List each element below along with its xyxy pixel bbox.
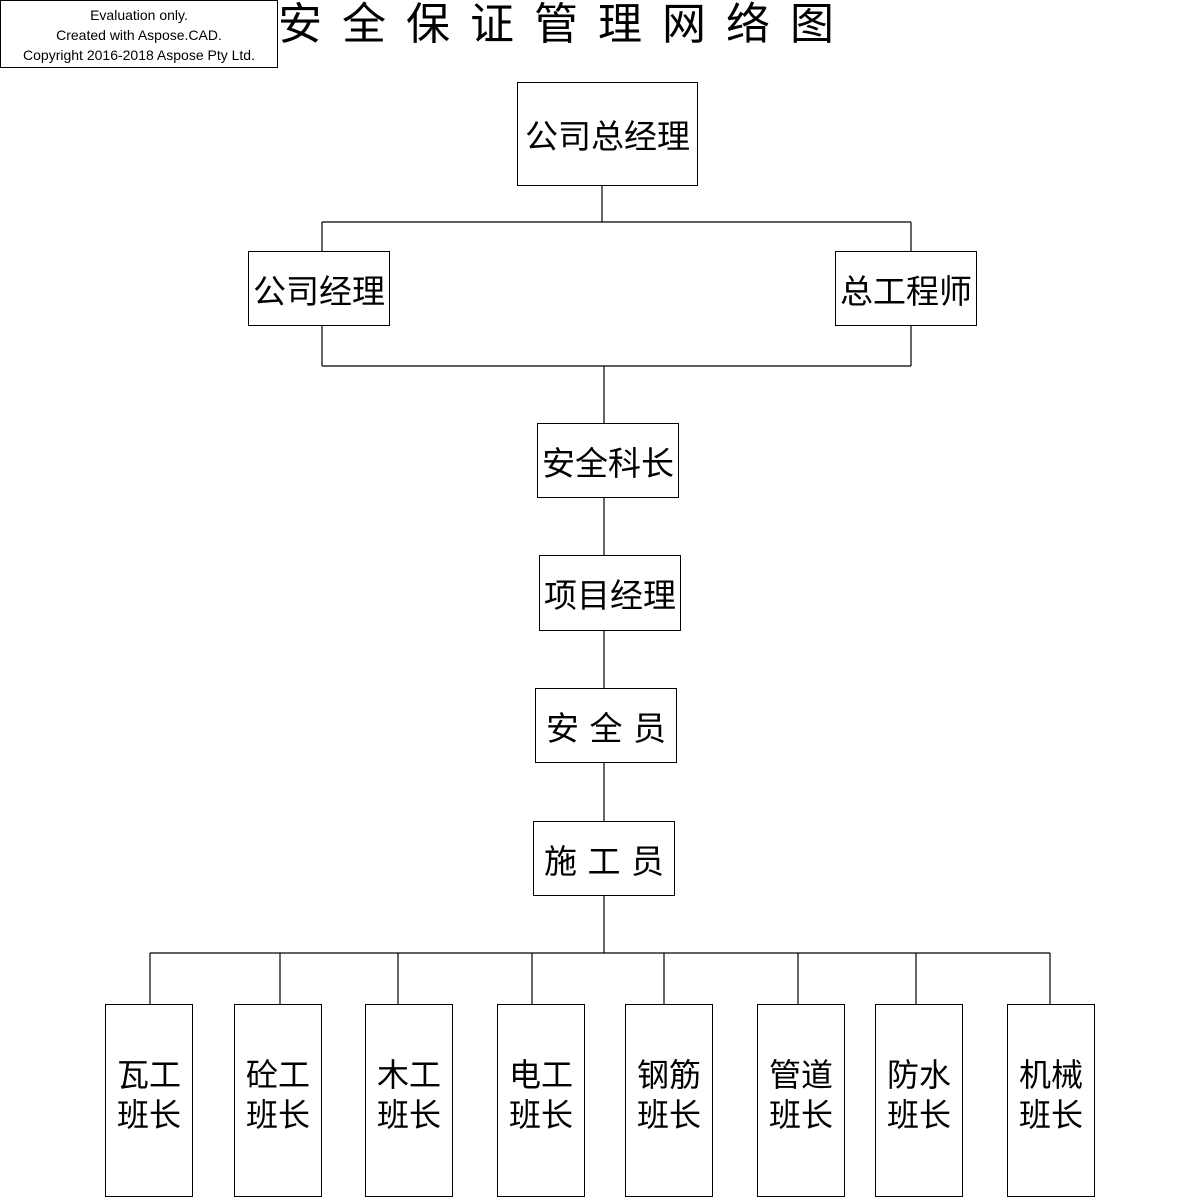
watermark-line-1: Evaluation only. [90,7,188,23]
watermark-line-3: Copyright 2016-2018 Aspose Pty Ltd. [23,47,255,63]
node-label: 公司总经理 [525,117,690,156]
team-leader-box-2: 砼工 班长 [234,1004,322,1197]
team-leader-box-8: 机械 班长 [1007,1004,1095,1197]
team-leader-box-4: 电工 班长 [497,1004,585,1197]
node-label: 项目经理 [544,576,676,615]
team-label-line-2: 班长 [1018,1096,1083,1134]
node-chief-engineer: 总工程师 [835,251,977,326]
node-construction-worker: 施 工 员 [533,821,675,896]
team-label-line-2: 班长 [886,1096,951,1134]
node-company-manager: 公司经理 [248,251,390,326]
team-leader-box-3: 木工 班长 [365,1004,453,1197]
team-label-line-1: 瓦工 [116,1056,181,1094]
node-label: 公司经理 [253,271,385,311]
team-label-line-1: 机械 [1018,1056,1083,1094]
team-label-line-1: 砼工 [245,1056,310,1094]
team-label-line-1: 木工 [376,1056,441,1094]
node-label: 安全科长 [542,443,674,483]
node-safety-section-chief: 安全科长 [537,423,679,498]
team-label-line-1: 防水 [886,1056,951,1094]
team-label-line-2: 班长 [116,1096,181,1134]
team-label-line-2: 班长 [508,1096,573,1134]
team-leader-box-1: 瓦工 班长 [105,1004,193,1197]
node-label: 施 工 员 [544,841,664,881]
team-label-line-2: 班长 [768,1096,833,1134]
team-label-line-2: 班长 [376,1096,441,1134]
team-label-line-1: 电工 [508,1056,573,1094]
team-leader-box-5: 钢筋 班长 [625,1004,713,1197]
node-label: 总工程师 [840,271,972,311]
team-label-line-1: 管道 [768,1056,833,1094]
node-label: 安 全 员 [546,708,666,748]
team-leader-box-6: 管道 班长 [757,1004,845,1197]
node-project-manager: 项目经理 [539,555,681,631]
watermark-line-2: Created with Aspose.CAD. [56,27,222,43]
diagram-title: 安全保证管理网络图 [278,0,854,50]
team-label-line-2: 班长 [636,1096,701,1134]
evaluation-watermark: Evaluation only. Created with Aspose.CAD… [0,0,278,68]
team-leader-box-7: 防水 班长 [875,1004,963,1197]
team-label-line-1: 钢筋 [636,1056,701,1094]
node-safety-officer: 安 全 员 [535,688,677,763]
node-general-manager: 公司总经理 [517,82,698,186]
team-label-line-2: 班长 [245,1096,310,1134]
